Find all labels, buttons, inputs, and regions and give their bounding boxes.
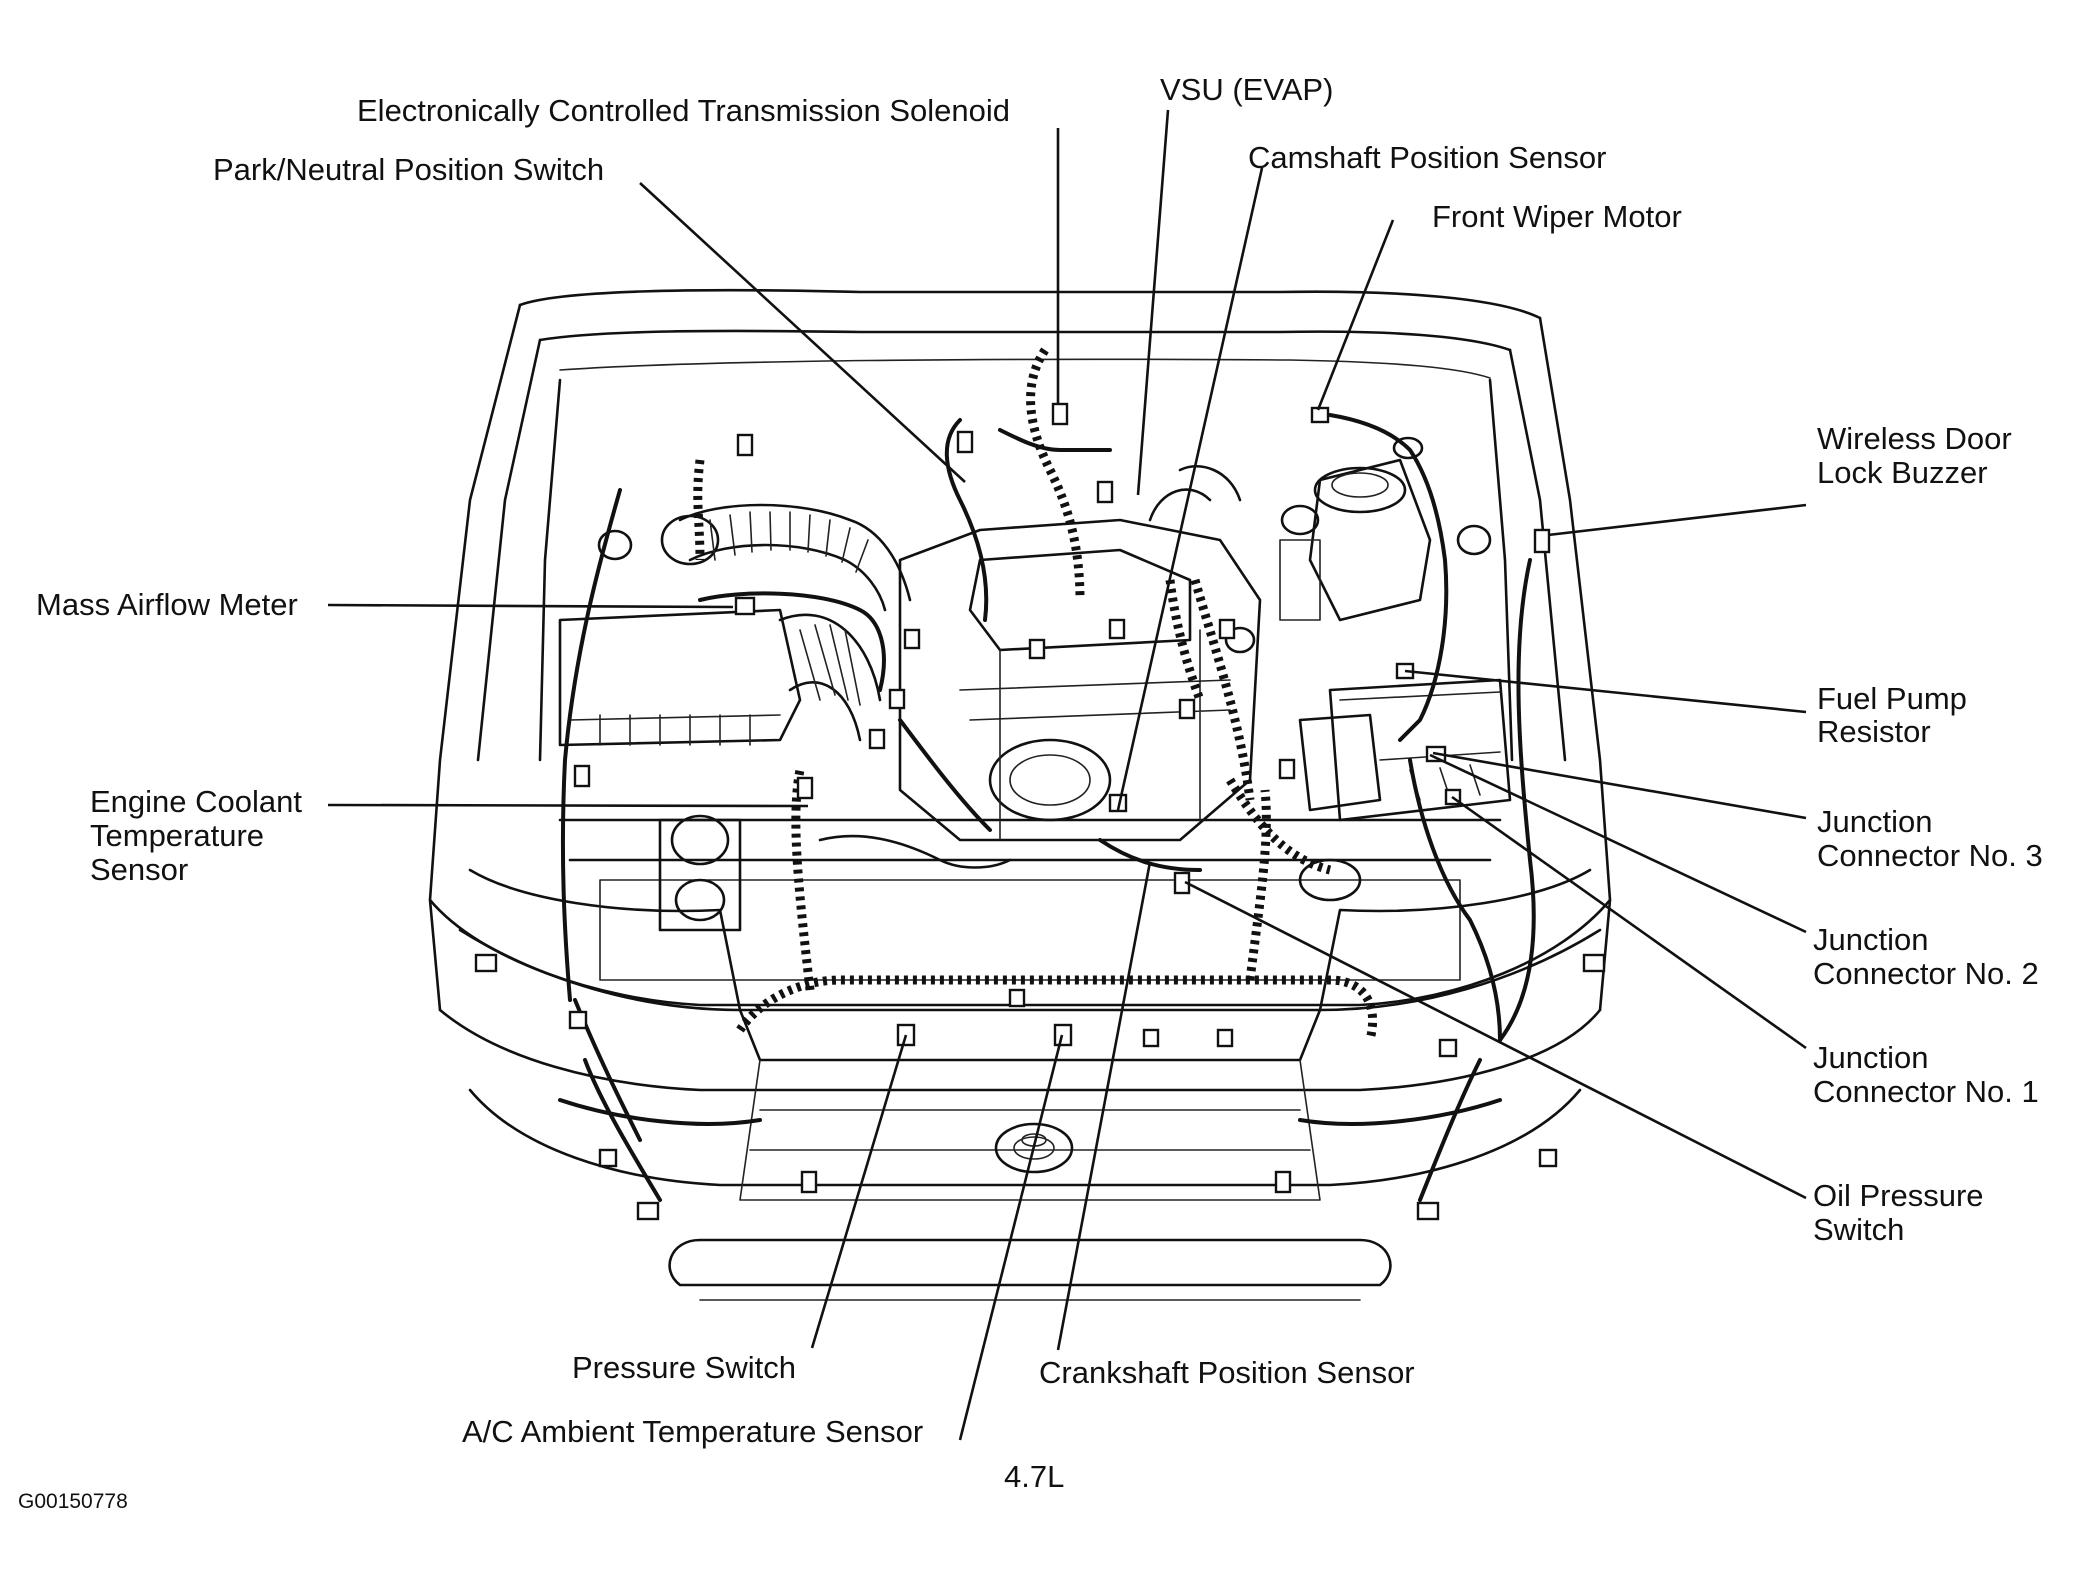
label-pressure-switch: Pressure Switch <box>572 1350 796 1385</box>
label-fuel-pump-line2: Resistor <box>1817 714 1931 749</box>
label-junction2-line1: Junction <box>1813 922 1928 957</box>
label-engine-coolant-line3: Sensor <box>90 852 188 887</box>
component-labels: Electronically Controlled Transmission S… <box>18 72 2043 1513</box>
wiring-harness <box>558 347 1536 1202</box>
label-fuel-pump-line1: Fuel Pump <box>1817 681 1967 716</box>
label-engine-coolant-line1: Engine Coolant <box>90 784 302 819</box>
label-crankshaft-sensor: Crankshaft Position Sensor <box>1039 1355 1415 1390</box>
label-junction1-line2: Connector No. 1 <box>1813 1074 2039 1109</box>
label-oil-pressure-line1: Oil Pressure <box>1813 1178 1984 1213</box>
label-junction1-line1: Junction <box>1813 1040 1928 1075</box>
harness-connectors <box>474 402 1606 1221</box>
label-wireless-door-line1: Wireless Door <box>1817 421 2012 456</box>
leader-lines <box>327 109 1807 1441</box>
label-ect-solenoid: Electronically Controlled Transmission S… <box>357 93 1010 128</box>
vehicle-body-outline <box>428 288 1612 1301</box>
label-wireless-door-line2: Lock Buzzer <box>1817 455 1988 490</box>
label-vsu-evap: VSU (EVAP) <box>1160 72 1333 107</box>
label-park-neutral-switch: Park/Neutral Position Switch <box>213 152 604 187</box>
label-junction2-line2: Connector No. 2 <box>1813 956 2039 991</box>
figure-id: G00150778 <box>18 1490 128 1513</box>
engine-components <box>558 436 1512 932</box>
label-junction3-line2: Connector No. 3 <box>1817 838 2043 873</box>
label-mass-airflow-meter: Mass Airflow Meter <box>36 587 298 622</box>
label-ac-ambient-sensor: A/C Ambient Temperature Sensor <box>462 1414 923 1449</box>
label-camshaft-sensor: Camshaft Position Sensor <box>1248 140 1606 175</box>
engine-size-label: 4.7L <box>1004 1459 1064 1494</box>
label-engine-coolant-line2: Temperature <box>90 818 264 853</box>
label-oil-pressure-line2: Switch <box>1813 1212 1904 1247</box>
label-front-wiper-motor: Front Wiper Motor <box>1432 199 1682 234</box>
label-junction3-line1: Junction <box>1817 804 1932 839</box>
